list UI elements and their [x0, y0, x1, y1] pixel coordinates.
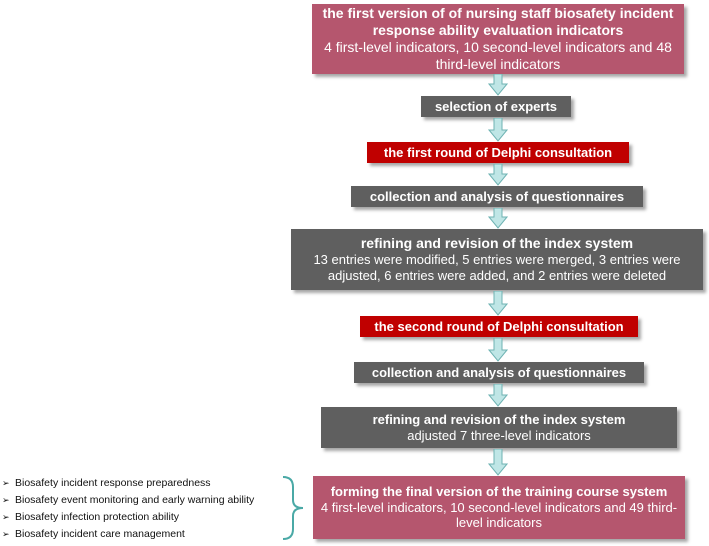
box-refining-revision-2-detail: adjusted 7 three-level indicators: [407, 427, 591, 443]
arrow-down-icon: [488, 384, 508, 407]
bullet-arrow-icon: ➢: [2, 478, 10, 488]
arrow-down-icon: [488, 291, 508, 316]
box-refining-revision-2: refining and revision of the index syste…: [321, 407, 677, 448]
box-collection-analysis-1-title: collection and analysis of questionnaire…: [369, 188, 625, 204]
box-refining-revision-1-detail: 13 entries were modified, 5 entries were…: [313, 252, 681, 284]
box-first-version-detail: 4 first-level indicators, 10 second-leve…: [324, 39, 672, 73]
box-first-round-delphi-title: the first round of Delphi consultation: [383, 144, 613, 160]
box-final-version: forming the final version of the trainin…: [313, 476, 685, 539]
list-item-label: Biosafety event monitoring and early war…: [15, 494, 255, 506]
box-collection-analysis-1: collection and analysis of questionnaire…: [351, 186, 643, 207]
box-second-round-delphi: the second round of Delphi consultation: [360, 316, 638, 337]
box-collection-analysis-2: collection and analysis of questionnaire…: [354, 362, 644, 383]
box-refining-revision-2-title: refining and revision of the index syste…: [372, 411, 626, 427]
box-first-version: the first version of of nursing staff bi…: [312, 4, 684, 74]
arrow-down-icon: [488, 74, 508, 96]
box-second-round-delphi-title: the second round of Delphi consultation: [374, 318, 624, 334]
box-refining-revision-1-title: refining and revision of the index syste…: [360, 235, 634, 252]
arrow-down-icon: [488, 208, 508, 229]
box-final-version-title: forming the final version of the trainin…: [330, 483, 668, 499]
box-refining-revision-1: refining and revision of the index syste…: [291, 229, 703, 290]
list-item: ➢ Biosafety event monitoring and early wa…: [2, 492, 254, 509]
list-item: ➢ Biosafety incident care management: [2, 526, 254, 543]
first-level-indicator-list: ➢ Biosafety incident response preparednes…: [2, 475, 254, 543]
list-item: ➢ Biosafety infection protection ability: [2, 509, 254, 526]
arrow-down-icon: [488, 338, 508, 362]
list-item-label: Biosafety incident response preparedness: [15, 477, 211, 489]
list-item-label: Biosafety incident care management: [15, 528, 185, 540]
bullet-arrow-icon: ➢: [2, 495, 10, 505]
curly-brace-icon: [282, 476, 304, 540]
box-first-version-title: the first version of of nursing staff bi…: [322, 4, 674, 38]
arrow-down-icon: [488, 118, 508, 142]
box-first-round-delphi: the first round of Delphi consultation: [367, 142, 629, 163]
bullet-arrow-icon: ➢: [2, 529, 10, 539]
box-selection-of-experts-title: selection of experts: [434, 98, 558, 114]
arrow-down-icon: [488, 164, 508, 186]
bullet-arrow-icon: ➢: [2, 512, 10, 522]
list-item: ➢ Biosafety incident response preparednes…: [2, 475, 254, 492]
box-collection-analysis-2-title: collection and analysis of questionnaire…: [371, 364, 627, 380]
arrow-down-icon: [488, 449, 508, 476]
list-item-label: Biosafety infection protection ability: [15, 511, 180, 523]
box-final-version-detail: 4 first-level indicators, 10 second-leve…: [320, 499, 678, 531]
box-selection-of-experts: selection of experts: [421, 96, 571, 117]
